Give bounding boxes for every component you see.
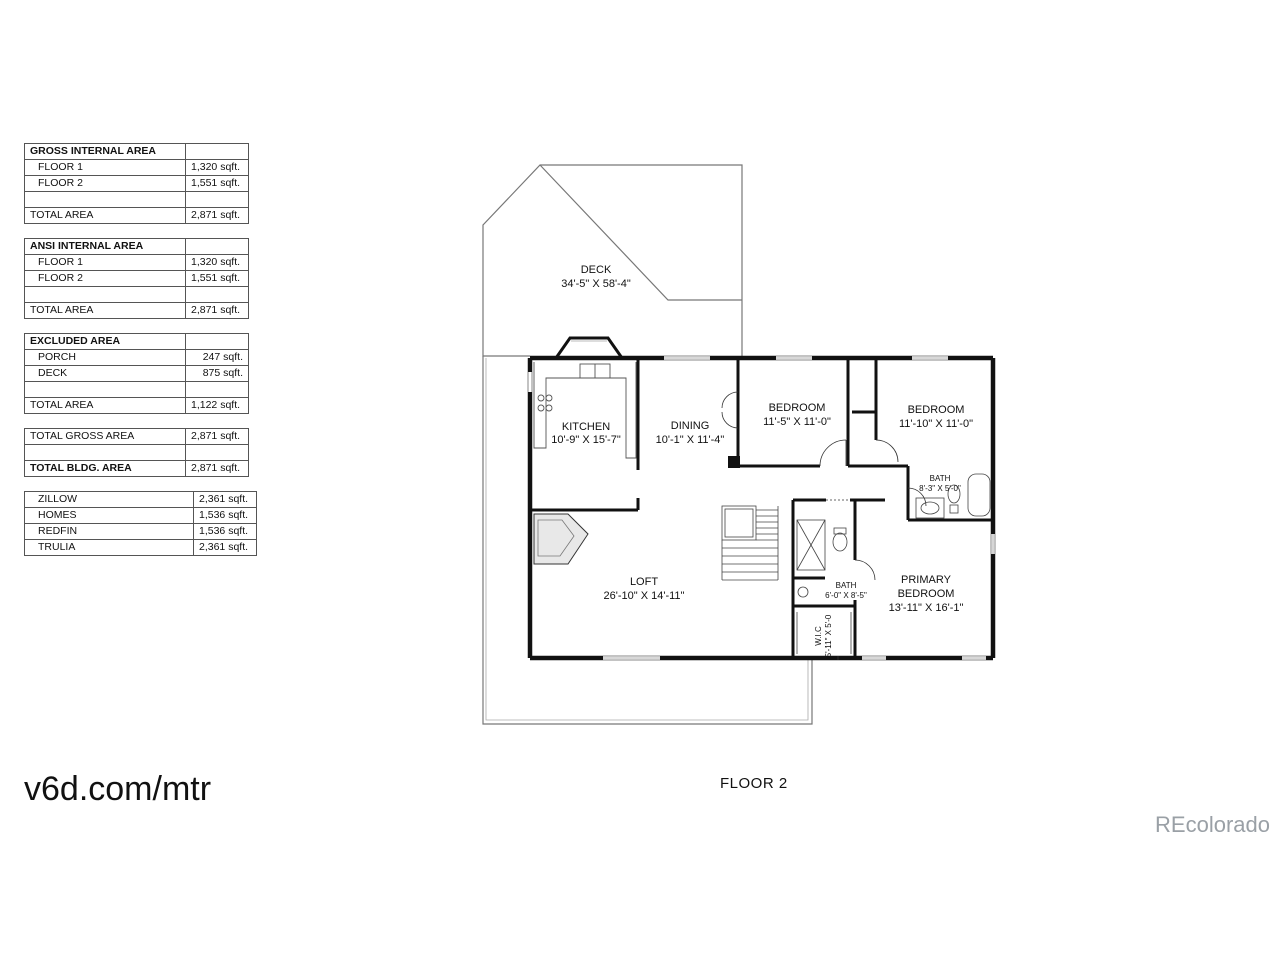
fireplace [533, 513, 589, 565]
table-header: ANSI INTERNAL AREA [24, 238, 186, 255]
row-label: TRULIA [24, 539, 194, 556]
kitchen-counters [533, 362, 637, 459]
bedroom-2-name: BEDROOM [908, 404, 965, 416]
watermark: REcolorado [1155, 812, 1270, 837]
deck-lower-outline-inner [485, 358, 809, 721]
wic-name: W.I.C [814, 626, 823, 646]
deck-outline [482, 164, 743, 357]
row-value: 2,871 sqft. [185, 207, 249, 224]
bath-1-name: BATH [930, 474, 951, 483]
loft-name: LOFT [630, 576, 658, 588]
dining-name: DINING [671, 420, 710, 432]
stairs [721, 505, 779, 581]
row-label: TOTAL AREA [24, 397, 186, 414]
row-value: 2,361 sqft. [193, 491, 257, 508]
bath-2-dims: 6'-0" X 8'-5" [825, 591, 867, 600]
row-value: 1,122 sqft. [185, 397, 249, 414]
deck-lower-outline [482, 356, 813, 725]
row-value: 1,320 sqft. [185, 254, 249, 271]
primary-bedroom-dims: 13'-11" X 16'-1" [889, 602, 964, 614]
row-value: 1,551 sqft. [185, 175, 249, 192]
bath-fixtures [796, 473, 991, 654]
kitchen-dims: 10'-9" X 15'-7" [551, 434, 621, 446]
room-labels: DECK 34'-5" X 58'-4" KITCHEN 10'-9" X 15… [551, 264, 973, 657]
wall-post [728, 456, 740, 468]
bath-1-dims: 8'-3" X 5'-0" [919, 484, 961, 493]
doors [721, 391, 927, 660]
primary-bedroom-name-2: BEDROOM [898, 588, 955, 600]
kitchen-name: KITCHEN [562, 421, 610, 433]
interior-walls [530, 358, 993, 658]
site-link[interactable]: v6d.com/mtr [24, 770, 212, 808]
bedroom-1-name: BEDROOM [769, 402, 826, 414]
row-label: TOTAL AREA [24, 207, 186, 224]
row-value: 2,361 sqft. [193, 539, 257, 556]
bedroom-1-dims: 11'-5" X 11'-0" [763, 416, 831, 428]
primary-bedroom-name-1: PRIMARY [901, 574, 952, 586]
wic-dims: 5'-11" X 5'-0 [824, 614, 833, 657]
floor-label: FLOOR 2 [720, 775, 788, 792]
row-value: 247 sqft. [185, 349, 249, 366]
row-value: 2,871 sqft. [185, 460, 249, 477]
deck-name: DECK [581, 264, 612, 276]
dining-dims: 10'-1" X 11'-4" [656, 434, 725, 446]
deck-outline-inner [539, 164, 742, 301]
loft-dims: 26'-10" X 14'-11" [604, 590, 685, 602]
deck-dims: 34'-5" X 58'-4" [561, 278, 631, 290]
bay-window [554, 336, 624, 359]
bedroom-2-dims: 11'-10" X 11'-0" [899, 418, 973, 430]
row-label: FLOOR 1 [24, 254, 186, 271]
row-value: 2,871 sqft. [185, 302, 249, 319]
bath-2-name: BATH [836, 581, 857, 590]
row-value: 2,871 sqft. [185, 428, 249, 445]
